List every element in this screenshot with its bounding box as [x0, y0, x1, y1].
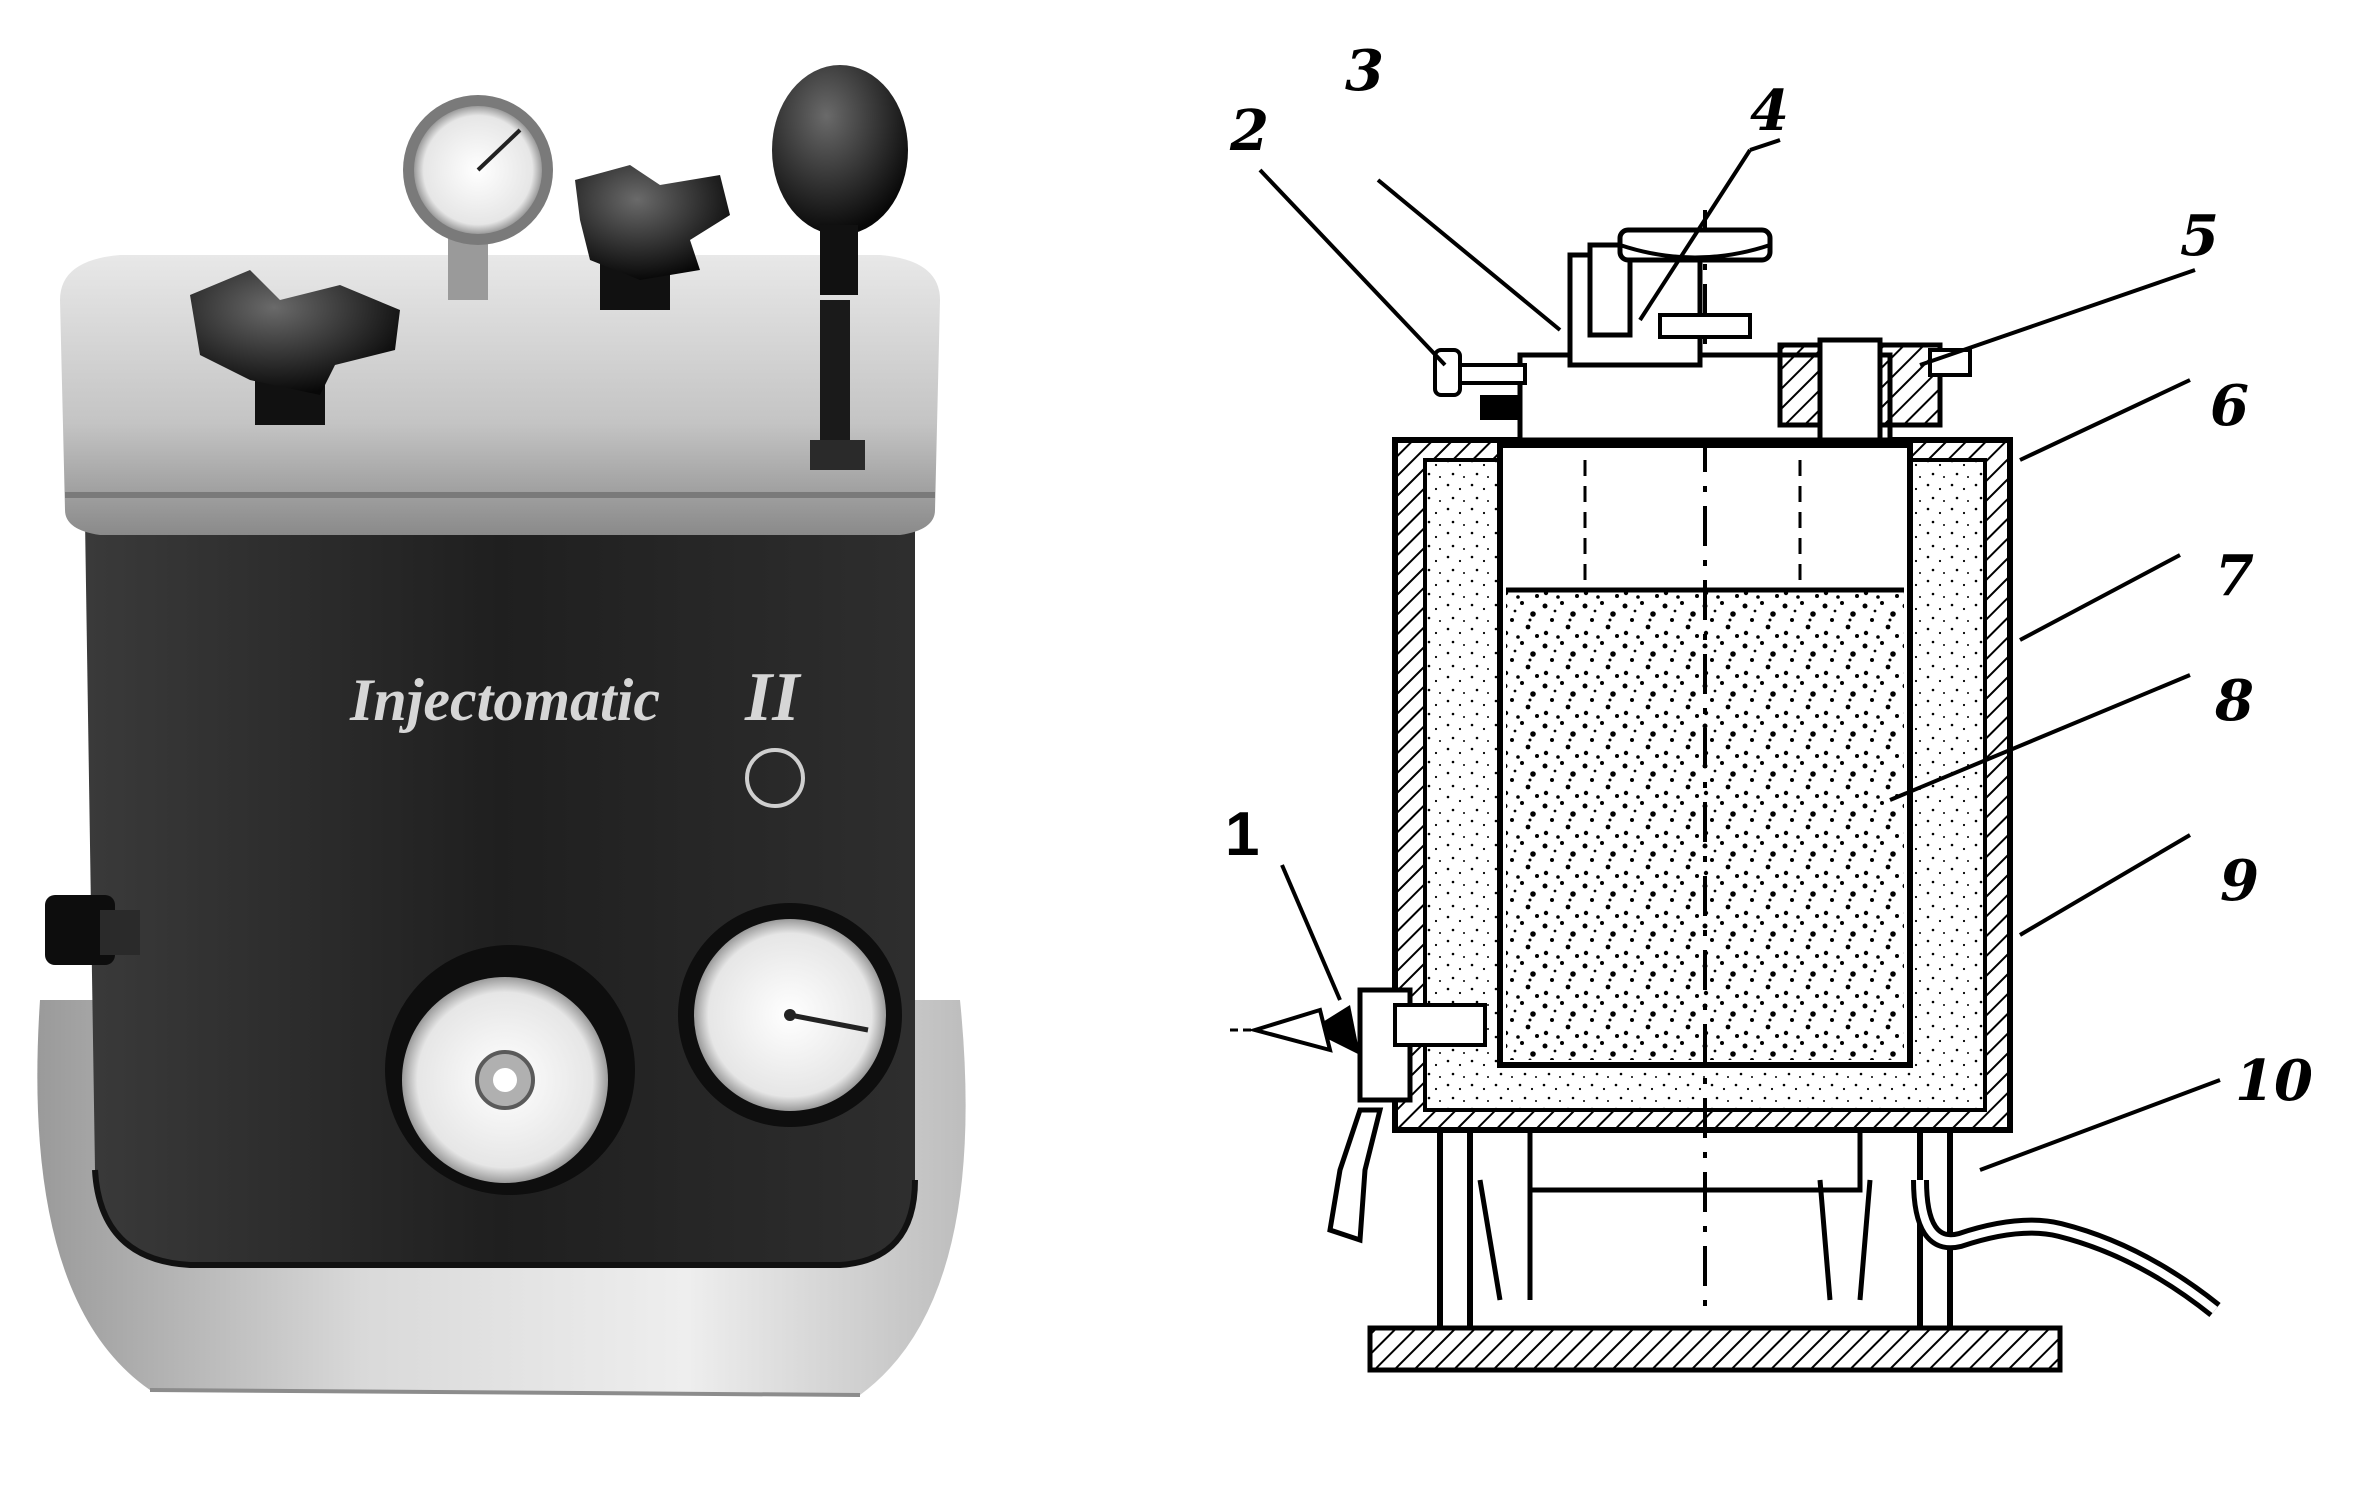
callout-6: 6: [2210, 373, 2249, 439]
side-valve: [45, 895, 115, 965]
callout-leaders: [1258, 138, 2221, 1172]
cross-section-svg: 1 2 3 4 5 6 7 8 9 10: [1225, 38, 2313, 1373]
machine-illustration: Injectomatic II: [37, 65, 966, 1397]
injection-lever: [772, 65, 908, 470]
pressure-regulator-dial: [385, 945, 635, 1195]
callout-7: 7: [2215, 543, 2254, 609]
indicator-light: [745, 748, 805, 808]
model-mark: II: [744, 659, 802, 736]
brand-label: Injectomatic: [349, 667, 660, 733]
callout-10: 10: [2235, 1048, 2313, 1114]
callout-3: 3: [1345, 38, 1384, 104]
thermometer-gauge: [678, 903, 902, 1127]
center-clamp-knob: [575, 165, 730, 310]
callout-4: 4: [1750, 78, 1789, 144]
callout-5: 5: [2180, 203, 2219, 269]
top-pressure-gauge: [403, 95, 553, 300]
callout-2: 2: [1229, 98, 1269, 164]
callout-9: 9: [2220, 848, 2259, 914]
callout-1: 1: [1225, 800, 1259, 869]
callout-8: 8: [2214, 668, 2254, 734]
cross-section-drawing: 1 2 3 4 5 6 7 8 9 10: [1060, 0, 2355, 1488]
left-clamp-knob: [190, 270, 400, 425]
machine-photo: Injectomatic II: [0, 0, 1020, 1488]
